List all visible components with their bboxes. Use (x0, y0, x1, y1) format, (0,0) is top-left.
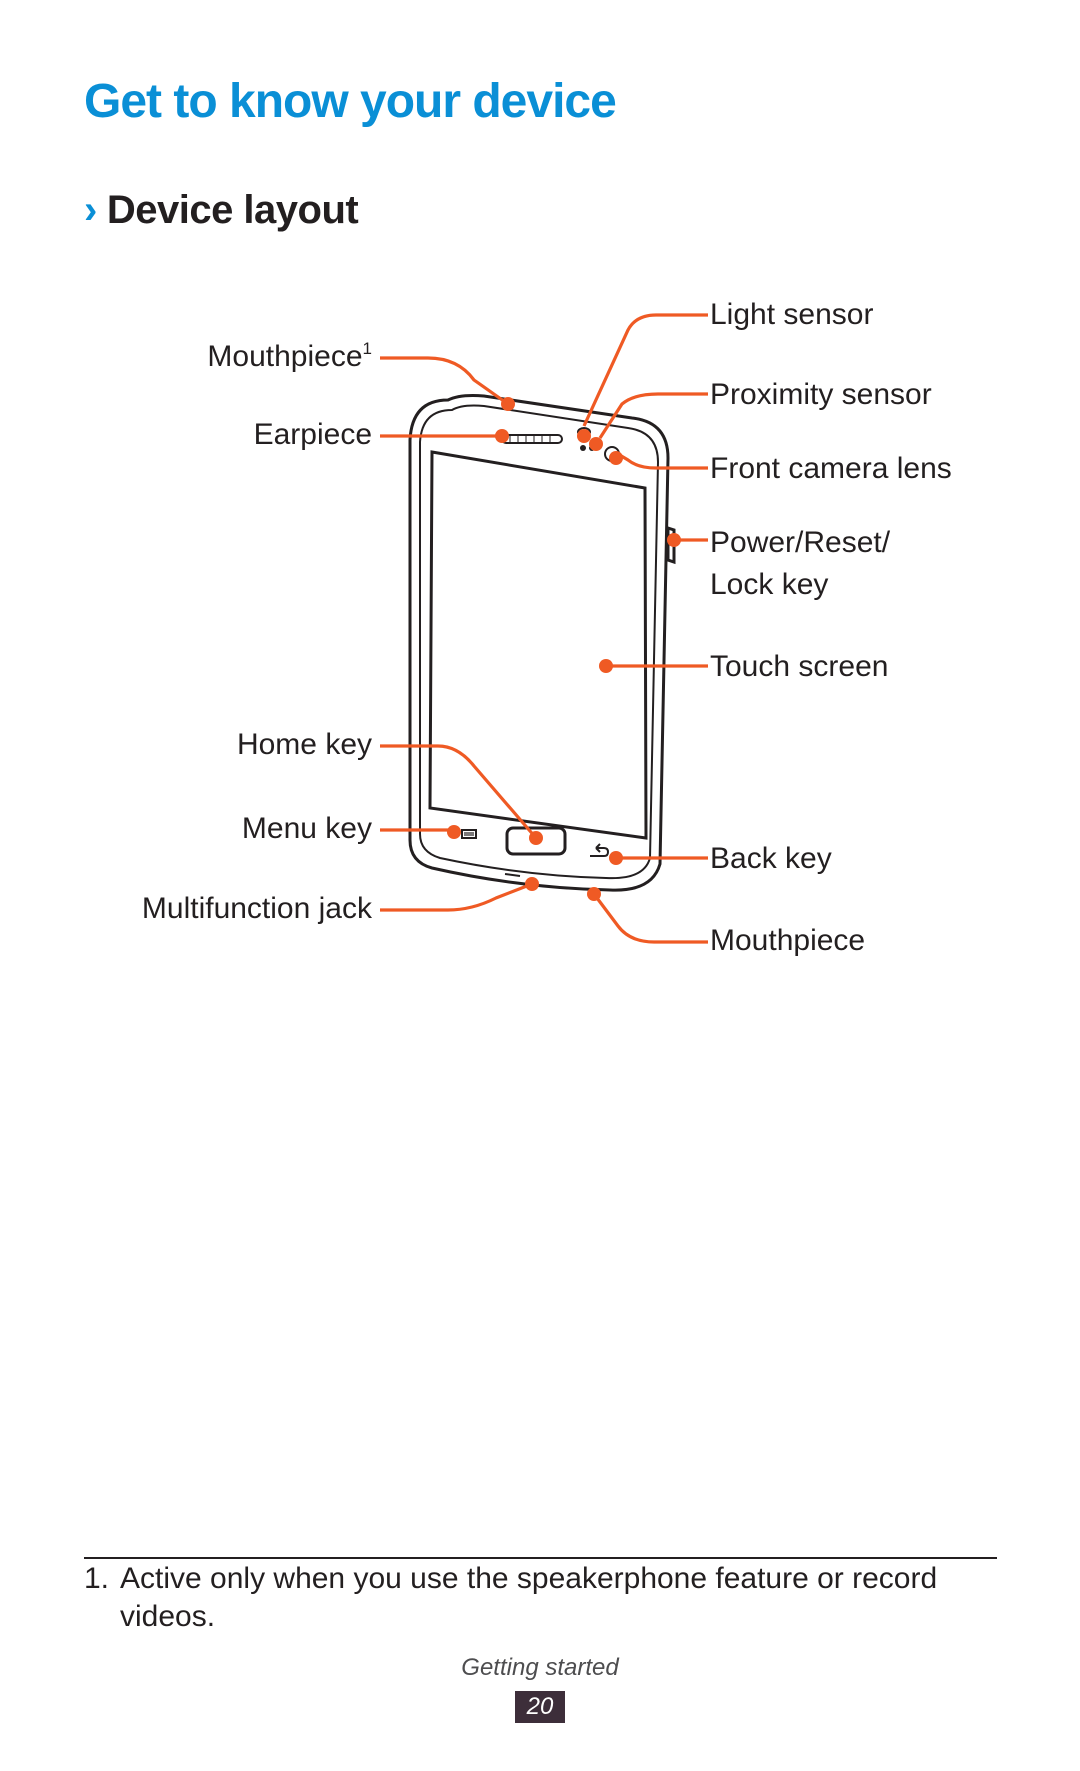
section-heading-text: Device layout (106, 188, 359, 232)
footnote-number: 1. (84, 1562, 110, 1595)
page-number: 20 (515, 1691, 565, 1723)
footnote-text: Active only when you use the speakerphon… (120, 1562, 938, 1633)
label-light-sensor: Light sensor (710, 298, 873, 331)
label-multifunction-jack: Multifunction jack (142, 892, 373, 925)
page-title: Get to know your device (84, 75, 617, 128)
footer-section-name: Getting started (461, 1654, 619, 1681)
label-proximity-sensor: Proximity sensor (710, 378, 932, 411)
label-front-camera-lens: Front camera lens (710, 452, 952, 485)
leader-lines (380, 313, 708, 944)
label-home-key: Home key (237, 728, 372, 761)
label-touch-screen: Touch screen (710, 650, 888, 683)
home-key-glyph (505, 826, 567, 856)
chevron-right-icon: › (84, 188, 97, 232)
label-mouthpiece-bottom: Mouthpiece (710, 924, 865, 957)
label-back-key: Back key (710, 842, 832, 875)
label-mouthpiece-top: Mouthpiece1 (207, 339, 372, 373)
menu-icon (461, 829, 477, 839)
back-arrow-icon (590, 843, 610, 857)
device-layout-diagram: Mouthpiece1 Earpiece Home key Menu key M… (142, 298, 952, 957)
label-earpiece: Earpiece (254, 418, 372, 451)
footnote: 1. Active only when you use the speakerp… (84, 1560, 1004, 1636)
label-power-key-line2: Lock key (710, 568, 828, 601)
earpiece-grille (501, 434, 563, 444)
power-key-glyph (666, 525, 676, 565)
phone-illustration (408, 394, 676, 892)
section-heading: ›Device layout (84, 188, 359, 233)
footnote-divider (84, 1557, 997, 1559)
label-power-key-line1: Power/Reset/ (710, 526, 891, 559)
label-menu-key: Menu key (242, 812, 372, 845)
